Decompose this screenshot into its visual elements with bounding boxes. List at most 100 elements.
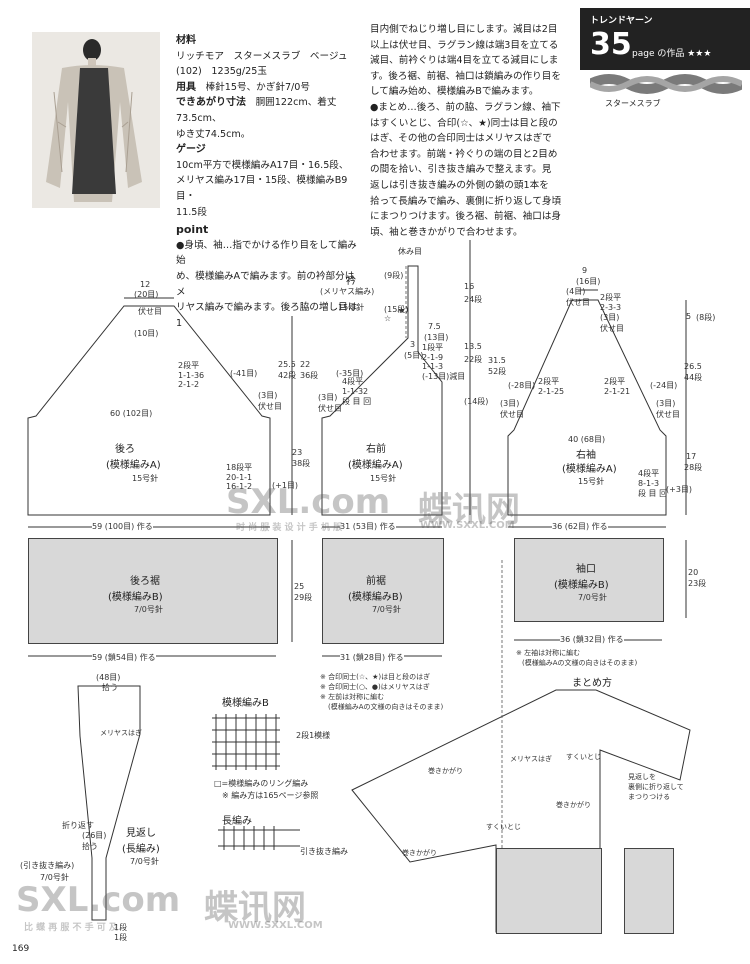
cuff-h20: 20	[688, 568, 699, 577]
assembly-outline	[351, 689, 691, 933]
back-hem-bottom: 59 (鎖54目) 作る	[92, 652, 156, 663]
sleeve-h17: 17	[686, 452, 697, 461]
facing-pattern: (長編み)	[122, 844, 160, 855]
instruction-line: 拾って長編みで編み、裏側に折り返して身頃	[370, 195, 562, 207]
front-hem-panel	[322, 538, 444, 644]
back-hem-panel	[28, 538, 278, 644]
watermark-sub: 时 尚 服 装 设 计 手 机 版	[236, 523, 343, 533]
cuff-h23: 23段	[688, 579, 707, 588]
back-h23: 23	[292, 448, 303, 457]
model-illustration	[32, 32, 160, 208]
sleeve-pattern: (模様編みA)	[562, 464, 617, 475]
front-hem-pattern: (模様編みB)	[348, 592, 403, 603]
cuff-pattern: (模様編みB)	[554, 580, 609, 591]
gauge-line: 11.5段	[176, 206, 207, 218]
facing-slip: (引き抜き編み)	[20, 861, 75, 870]
facing-outline	[77, 685, 141, 921]
tools-text: 棒針15号、かぎ針7/0号	[205, 81, 310, 93]
front-h22: 22段	[464, 355, 483, 364]
watermark-sub2: 比 蝶 再 服 不 手 可 及	[24, 923, 118, 933]
front-bottom: 31 (53目) 作る	[340, 521, 396, 532]
sleeve-bind-left: (3目) 伏せ目	[500, 399, 524, 419]
model-photo	[32, 32, 160, 208]
front-h52: 52段	[488, 367, 507, 376]
back-top-dec: (10目)	[134, 329, 159, 338]
point-line: め、模様編みAで編みます。前の衿部分はメ	[176, 270, 355, 298]
sleeve-inc-total: (+3目)	[666, 485, 693, 494]
yarn-name-label: スターメスラブ	[605, 99, 661, 108]
back-width: 60 (102目)	[110, 409, 153, 418]
front-w3st: (5目)	[404, 351, 424, 360]
front-w75: 7.5	[428, 322, 441, 331]
sleeve-total-right: (-24目)	[650, 381, 678, 390]
cuff-title: 袖口	[576, 564, 596, 575]
watermark-url: WWW.SXXL.COM	[420, 520, 515, 531]
sleeve-outline	[507, 299, 667, 516]
gauge-line: 10cm平方で模様編みA17目・16.5段、	[176, 159, 349, 171]
front-raglan: 4段平 1-1-32 段 目 回	[342, 377, 372, 406]
back-increase: 18段平 20-1-1 16-1-2	[226, 463, 253, 491]
front-h16: 16	[464, 282, 475, 291]
assembly-label: すくいとじ	[486, 823, 521, 831]
pattern-b-note: ※ 編み方は165ページ参照	[222, 791, 319, 800]
front-hem-title: 前裾	[366, 576, 386, 587]
facing-needle: 7/0号針	[130, 857, 159, 866]
back-side-h1: 25.5	[278, 360, 296, 369]
sleeve-title: 右袖	[576, 450, 596, 461]
facing-fold: 折り返す	[62, 821, 94, 830]
sleeve-width: 40 (68目)	[568, 435, 606, 444]
assembly-label: 巻きかがり	[556, 801, 591, 809]
front-star-outline-icon: ☆	[384, 314, 392, 323]
material-heading: 材料	[176, 35, 196, 46]
gauge-heading: ゲージ	[176, 144, 206, 156]
sleeve-h8: (8段)	[696, 313, 716, 322]
long-stitch-legend: 引き抜き編み	[300, 847, 348, 856]
front-title: 右前	[366, 444, 386, 455]
cuff-needle: 7/0号針	[578, 593, 607, 602]
assembly-label: メリヤスはぎ	[510, 755, 552, 763]
facing-bot1: 1段	[114, 923, 128, 932]
assembly-label: すくいとじ	[566, 753, 601, 761]
instruction-line: ●まとめ…後ろ、前の脇、ラグラン線、袖下	[370, 101, 561, 113]
back-top-note: 伏せ目	[138, 307, 162, 316]
instruction-line: 合わせます。前端・衿ぐりの端の目と2目め	[370, 148, 558, 160]
back-top-st: (20目)	[134, 290, 159, 299]
instruction-line: 頃、袖と巻きかがりで合わせます。	[370, 226, 523, 238]
note-front: (模様編みAの文様の向きはそのまま)	[328, 703, 444, 711]
note-sleeve: ※ 左袖は対称に編む	[516, 649, 581, 657]
facing-bot2: 1段	[114, 933, 128, 942]
collar-title: 衿	[346, 276, 356, 287]
sleeve-h5: 5	[686, 312, 692, 321]
size-text: 胴囲122cm、着丈73.5cm、	[176, 97, 337, 124]
front-hem-bottom: 31 (鎖28目) 作る	[340, 652, 404, 663]
sleeve-needle: 15号針	[578, 477, 605, 486]
sleeve-top-bind: (4目) 伏せ目	[566, 287, 590, 307]
sleeve-raglan-right: 2段平 2-1-21	[604, 377, 631, 396]
pattern-b-title: 模様編みB	[222, 698, 269, 709]
assembly-cuff-panel	[624, 848, 674, 934]
cuff-bottom: 36 (鎖32目) 作る	[560, 634, 624, 645]
back-title: 後ろ	[115, 444, 135, 455]
front-s15: (15段)	[384, 305, 409, 314]
front-bind-off: (3目) 伏せ目	[318, 393, 342, 413]
pattern-b-repeat: 2段1模様	[296, 731, 331, 740]
sleeve-raglan-left: 2段平 2-1-25	[538, 377, 565, 396]
pattern-b-legend: □=模様編みのリング編み	[214, 779, 309, 788]
assembly-label: 巻きかがり	[428, 767, 463, 775]
sleeve-top-st: (16目)	[576, 277, 601, 286]
front-hem-needle: 7/0号針	[372, 605, 401, 614]
front-h24: 24段	[464, 295, 483, 304]
point-line: ●身頃、袖…指でかける作り目をして編み始	[176, 239, 357, 267]
back-raglan-dec: 2段平 1-1-36 2-1-2	[178, 361, 205, 389]
assembly-label: 巻きかがり	[402, 849, 437, 857]
watermark-brand: SXL.com	[16, 880, 181, 920]
front-raglan-total: (-35目)	[336, 369, 364, 378]
front-w75st: (13目)	[424, 333, 449, 342]
instruction-line: にまつりつけます。後ろ裾、前裾、袖口は身	[370, 211, 562, 223]
sleeve-bottom: 36 (62目) 作る	[552, 521, 608, 532]
instruction-line: はすくいとじ、合印(☆、★)同士は目と段の	[370, 117, 558, 129]
instruction-line: はぎ、その他の合印同士はメリヤスはぎで	[370, 133, 552, 145]
yarn-sample-image	[587, 72, 745, 96]
note-front: ※ 左前は対称に編む	[320, 693, 385, 701]
back-bind-off: (3目) 伏せ目	[258, 391, 282, 411]
